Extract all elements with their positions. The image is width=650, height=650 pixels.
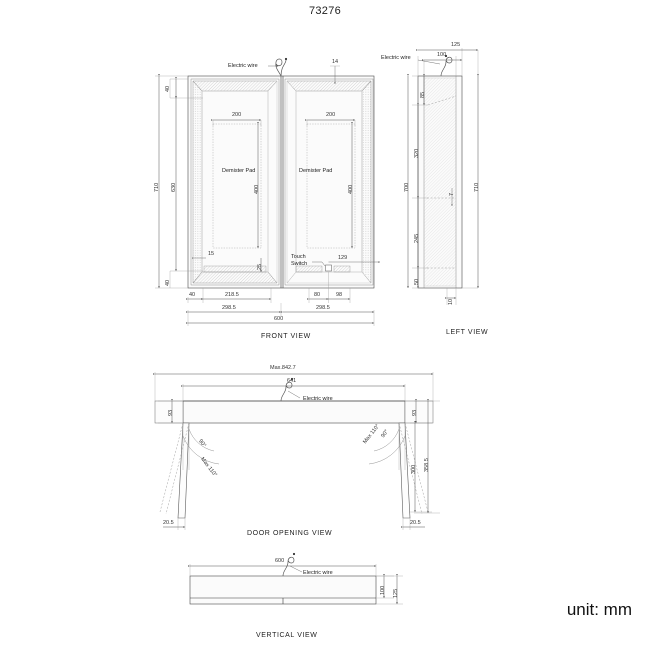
front-dim-overall-width: 600 — [274, 316, 284, 322]
vertical-dim-depth-inner: 100 — [380, 585, 386, 595]
door-electric-wire-note: Electric wire — [303, 396, 333, 402]
left-dim-depth-inner: 100 — [437, 52, 447, 58]
left-view-geometry — [407, 48, 479, 305]
front-touch-switch-label-line1: Touch — [291, 254, 306, 260]
unit-label: unit: mm — [566, 600, 632, 619]
front-dim-demister-height-right: 400 — [348, 184, 354, 194]
front-dim-demister-width-right: 200 — [326, 112, 336, 118]
left-electric-wire-note: Electric wire — [381, 55, 411, 61]
left-dim-foot-depth: 10 — [448, 298, 454, 305]
page-title: 73276 — [308, 5, 342, 17]
left-dim-top-segment: 85 — [420, 91, 426, 98]
left-dim-bottom-segment: 50 — [414, 278, 420, 285]
door-dim-swing-depth: 300 — [411, 464, 417, 474]
front-dim-switch-offset: 80 — [314, 292, 321, 298]
left-dim-mid-segment: 320 — [414, 148, 420, 158]
left-dim-lower-segment: 245 — [414, 233, 420, 243]
door-dim-body-depth-right: 93 — [412, 409, 418, 416]
front-dim-thickness-callout: 14 — [332, 59, 339, 65]
front-dim-bottom-offset: 40 — [165, 279, 171, 286]
door-opening-view-geometry — [153, 372, 440, 530]
vertical-dim-depth-total: 125 — [393, 588, 399, 598]
vertical-electric-wire-note: Electric wire — [303, 570, 333, 576]
front-demister-pad-left-label: Demister Pad — [222, 168, 256, 174]
front-view-label: FRONT VIEW — [261, 333, 311, 340]
front-dim-height-inner: 630 — [171, 182, 177, 192]
front-demister-pad-right-label: Demister Pad — [299, 168, 333, 174]
left-view-label: LEFT VIEW — [446, 329, 489, 336]
left-dim-shelf-callout: 7 — [449, 192, 455, 196]
front-dim-left-edge-offset: 40 — [189, 292, 196, 298]
front-dim-demister-height-left: 400 — [254, 184, 260, 194]
front-dim-bevel-width: 15 — [208, 251, 215, 257]
left-dim-height-overall: 710 — [474, 182, 480, 192]
front-dim-height-overall: 710 — [154, 182, 160, 192]
front-touch-switch-label-line2: Switch — [291, 261, 308, 267]
door-dim-max-span: Max.842.7 — [270, 365, 296, 371]
front-electric-wire-note: Electric wire — [228, 63, 258, 69]
door-dim-thickness-left: 20.5 — [163, 520, 174, 526]
front-dim-bottom-strip-height: 25 — [257, 263, 263, 270]
door-dim-cabinet-width: 641 — [287, 378, 297, 384]
front-dim-panel-right-width: 298.5 — [316, 305, 330, 311]
front-dim-switch-to-edge: 98 — [336, 292, 343, 298]
front-dim-top-offset: 40 — [165, 85, 171, 92]
front-dim-demister-width-left: 200 — [232, 112, 242, 118]
vertical-dim-width: 600 — [275, 558, 285, 564]
left-dim-height-inner: 700 — [404, 182, 410, 192]
front-view-geometry — [155, 57, 380, 326]
front-dim-switch-height: 129 — [338, 255, 348, 261]
front-dim-left-inner-width: 218.5 — [225, 292, 239, 298]
vertical-view-geometry — [188, 552, 403, 605]
door-dim-body-depth-left: 93 — [168, 409, 174, 416]
door-dim-thickness-right: 20.5 — [410, 520, 421, 526]
front-dim-panel-left-width: 298.5 — [222, 305, 236, 311]
door-opening-view-label: DOOR OPENING VIEW — [247, 530, 333, 537]
left-dim-depth-total: 125 — [451, 42, 461, 48]
vertical-view-label: VERTICAL VIEW — [256, 632, 318, 639]
door-dim-swing-depth-total: 358.5 — [424, 458, 430, 472]
